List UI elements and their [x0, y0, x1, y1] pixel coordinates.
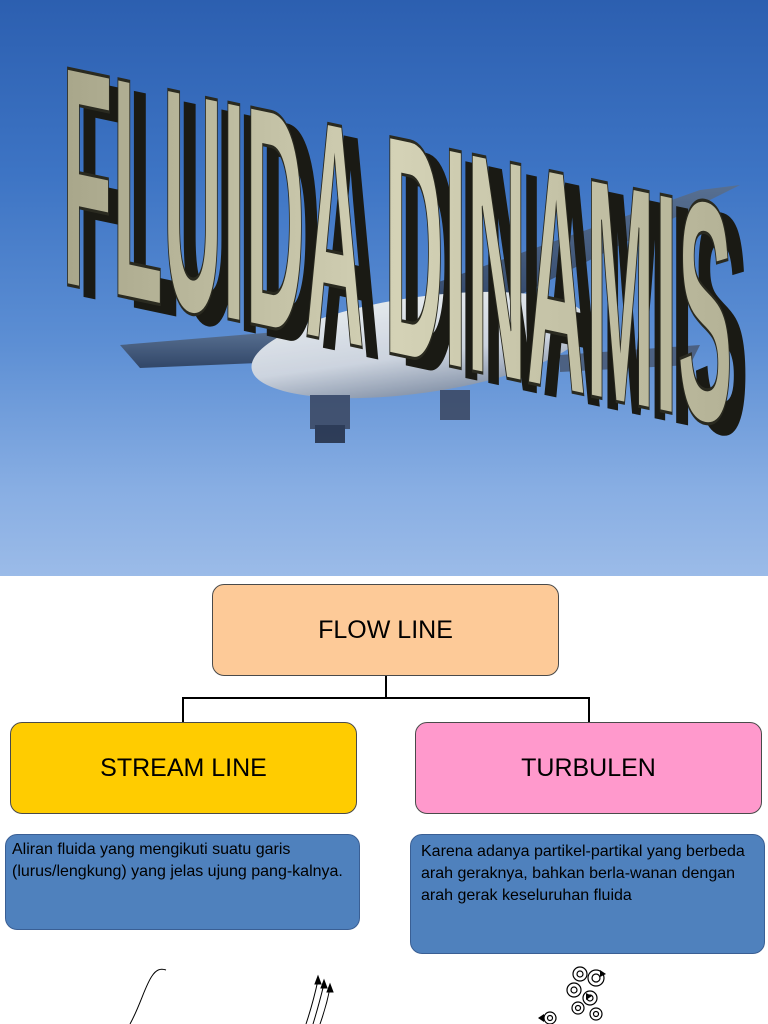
stream-line-box: STREAM LINE: [10, 722, 357, 814]
flow-diagram-slide: FLOW LINE STREAM LINE TURBULEN Aliran fl…: [0, 576, 768, 1024]
stream-line-description: Aliran fluida yang mengikuti suatu garis…: [5, 834, 360, 930]
flow-line-box: FLOW LINE: [212, 584, 559, 676]
slide-title: FLUIDA DINAMIS: [62, 0, 733, 493]
title-slide: FLUIDA DINAMIS FLUIDA DINAMIS: [0, 0, 768, 576]
turbulen-label: TURBULEN: [521, 753, 656, 782]
airplane-image: FLUIDA DINAMIS FLUIDA DINAMIS: [61, 0, 748, 505]
turbulen-description: Karena adanya partikel-partikal yang ber…: [410, 834, 765, 954]
flow-line-label: FLOW LINE: [318, 615, 453, 644]
turbulence-sketch-icon: [538, 966, 606, 1024]
turbulen-box: TURBULEN: [415, 722, 762, 814]
tree-connector: [182, 676, 590, 722]
stream-line-description-text: Aliran fluida yang mengikuti suatu garis…: [12, 841, 343, 880]
streamline-sketch-icon: [129, 968, 334, 1024]
turbulen-description-text: Karena adanya partikel-partikal yang ber…: [421, 843, 745, 904]
stream-line-label: STREAM LINE: [100, 753, 267, 782]
